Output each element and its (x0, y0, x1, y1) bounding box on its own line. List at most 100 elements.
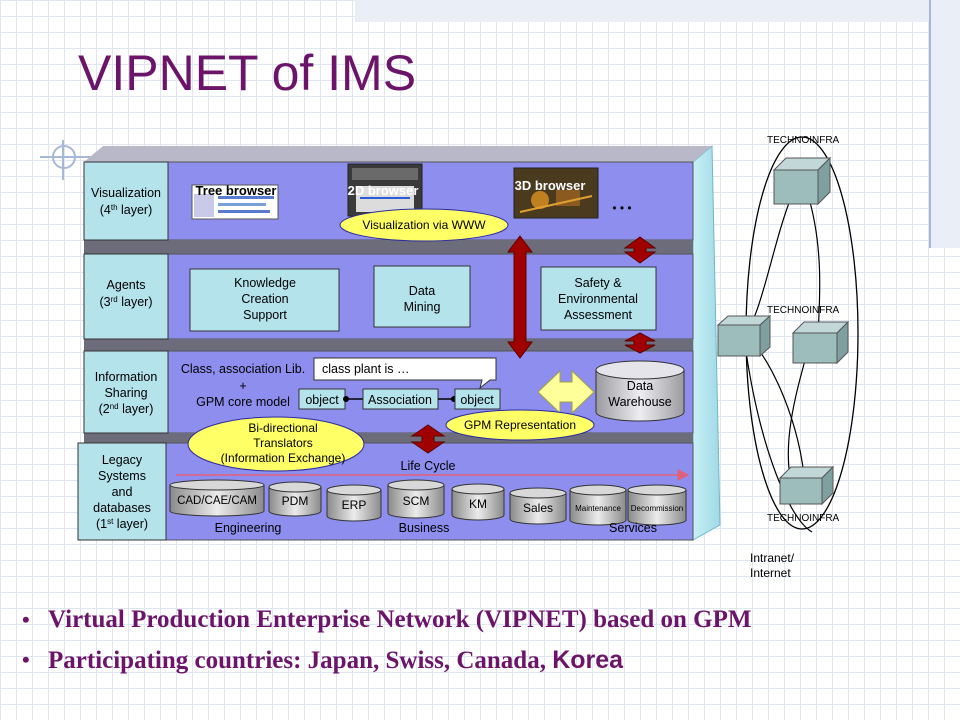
layer1-label-line4: databases (93, 501, 151, 515)
db-label: Decommission (631, 504, 683, 513)
db-cylinder-pdm: PDM (268, 481, 322, 517)
bullet-item-vipnet: • Virtual Production Enterprise Network … (18, 600, 958, 640)
db-cylinder-maintenance: Maintenance (569, 484, 627, 526)
layer3-label-line1: Agents (107, 278, 146, 292)
layer1-label-line3: and (112, 485, 133, 499)
network-node-right (791, 320, 850, 365)
db-cylinder-cad-cae-cam: CAD/CAE/CAM (169, 479, 265, 517)
knowledge-line2: Creation (241, 292, 288, 306)
more-ellipsis: • • • (612, 201, 631, 215)
data-mining-box (373, 265, 471, 328)
translators-line1: Bi-directional (248, 421, 317, 435)
db-label: KM (469, 497, 487, 511)
data-warehouse-cylinder (595, 360, 685, 422)
layer2-label-line2: Sharing (104, 386, 147, 400)
2d-browser-label: 2D browser (348, 183, 419, 198)
bullet-dot-icon: • (22, 607, 30, 632)
double-arrow-right-lower (624, 332, 656, 354)
layer2-label-line3: (2nd layer) (99, 402, 154, 416)
safety-assessment-box (540, 266, 657, 331)
layer1-label-line5: (1st layer) (96, 517, 148, 531)
object-right-label: object (460, 393, 494, 407)
slide-title: VIPNET of IMS (78, 45, 417, 101)
translators-ellipse (187, 416, 365, 472)
3d-browser-thumbnail (513, 167, 599, 219)
data-mining-line2: Mining (404, 300, 441, 314)
network-node-left (716, 314, 772, 358)
data-mining-line1: Data (409, 284, 435, 298)
class-plant-callout (313, 357, 497, 390)
knowledge-creation-box (189, 268, 340, 332)
association-label: Association (368, 393, 432, 407)
technoinfra-top-label: TECHNOINFRA (767, 135, 840, 146)
plus-label: + (239, 379, 246, 393)
business-label: Business (399, 521, 450, 535)
header-band (355, 0, 960, 22)
tree-browser-thumbnail (191, 184, 279, 220)
db-cylinder-erp: ERP (326, 484, 382, 522)
decor-circle (52, 145, 76, 169)
db-label: PDM (282, 494, 309, 508)
object-left-label: object (305, 393, 339, 407)
life-cycle-label: Life Cycle (401, 459, 456, 473)
db-cylinder-decommission: Decommission (627, 484, 687, 526)
gpm-core-model-label: GPM core model (196, 395, 290, 409)
knowledge-line1: Knowledge (234, 276, 296, 290)
side-panel-3d (692, 144, 721, 541)
2d-browser-thumbnail (347, 163, 423, 217)
knowledge-line3: Support (243, 308, 287, 322)
safety-line2: Environmental (558, 292, 638, 306)
legacy-databases: CAD/CAE/CAM PDM ERP SCM KM Sales Maintenance De… (169, 479, 687, 526)
intranet-line1: Intranet/ (750, 551, 795, 565)
layer-visualization (83, 146, 712, 254)
db-label: SCM (403, 494, 430, 508)
services-label: Services (609, 521, 657, 535)
db-label: Sales (523, 501, 553, 515)
layer3-label-line2: (3rd layer) (100, 295, 153, 309)
db-cylinder-km: KM (451, 483, 505, 521)
db-cylinder-sales: Sales (509, 487, 567, 525)
gpm-representation-ellipse (445, 409, 595, 441)
safety-line3: Assessment (564, 308, 633, 322)
db-label: Maintenance (575, 504, 621, 513)
yellow-double-arrow (537, 369, 595, 415)
db-label: CAD/CAE/CAM (177, 495, 257, 507)
data-warehouse-line2: Warehouse (608, 395, 672, 409)
object-box-right (454, 388, 501, 410)
class-plant-callout-text: class plant is … (322, 362, 410, 376)
layer4-label-line1: Visualization (91, 186, 161, 200)
double-arrow-main (507, 235, 533, 359)
bullet-text-vipnet: Virtual Production Enterprise Network (V… (48, 606, 752, 633)
layer1-label-line1: Legacy (102, 453, 143, 467)
layer4-label-line2: (4th layer) (100, 203, 153, 217)
network-node-top (772, 156, 832, 206)
technoinfra-bottom-label: TECHNOINFRA (767, 513, 840, 524)
class-lib-label: Class, association Lib. (181, 362, 305, 376)
engineering-label: Engineering (215, 521, 282, 535)
db-label: ERP (342, 498, 367, 512)
bullet-dot-icon: • (22, 647, 30, 672)
visualization-via-www-label: Visualization via WWW (362, 218, 486, 232)
network-node-bottom (778, 465, 835, 506)
link-node-left (343, 396, 349, 402)
data-warehouse-line1: Data (627, 379, 653, 393)
visualization-via-www-ellipse (339, 208, 509, 242)
safety-line1: Safety & (574, 276, 622, 290)
bullet-item-countries: • Participating countries: Japan, Swiss,… (18, 640, 958, 680)
side-band (929, 0, 960, 248)
3d-browser-label: 3D browser (515, 178, 586, 193)
layer2-label-line1: Information (95, 370, 158, 384)
translators-line2: Translators (253, 436, 313, 450)
bullet-text-korea: Korea (552, 646, 624, 674)
tree-browser-label: Tree browser (196, 183, 277, 198)
technoinfra-mid-label: TECHNOINFRA (767, 305, 840, 316)
db-cylinder-scm: SCM (387, 479, 445, 519)
translators-line3: (Information Exchange) (221, 451, 346, 465)
layer1-label-line2: Systems (98, 469, 146, 483)
intranet-line2: Internet (750, 566, 791, 580)
bullet-text-countries: Participating countries: Japan, Swiss, C… (48, 647, 553, 674)
gpm-representation-label: GPM Representation (464, 418, 576, 432)
bullet-list: • Virtual Production Enterprise Network … (18, 600, 958, 680)
double-arrow-translators (410, 424, 446, 454)
